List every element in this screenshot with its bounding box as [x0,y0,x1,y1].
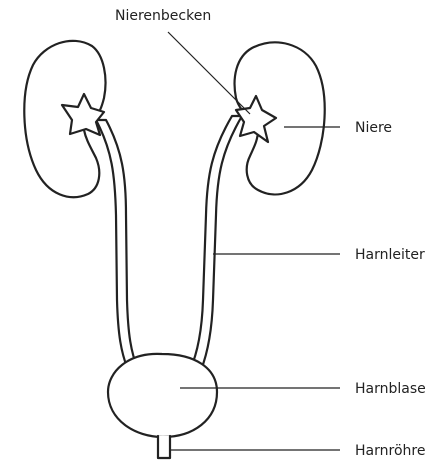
bladder [108,354,217,437]
label-urethra: Harnröhre [355,443,425,459]
label-renal-pelvis: Nierenbecken [115,8,211,24]
label-bladder: Harnblase [355,381,426,397]
right-ureter [190,116,242,370]
left-ureter [96,120,138,370]
label-kidney: Niere [355,120,392,136]
urethra [158,436,170,458]
label-ureter: Harnleiter [355,247,425,263]
